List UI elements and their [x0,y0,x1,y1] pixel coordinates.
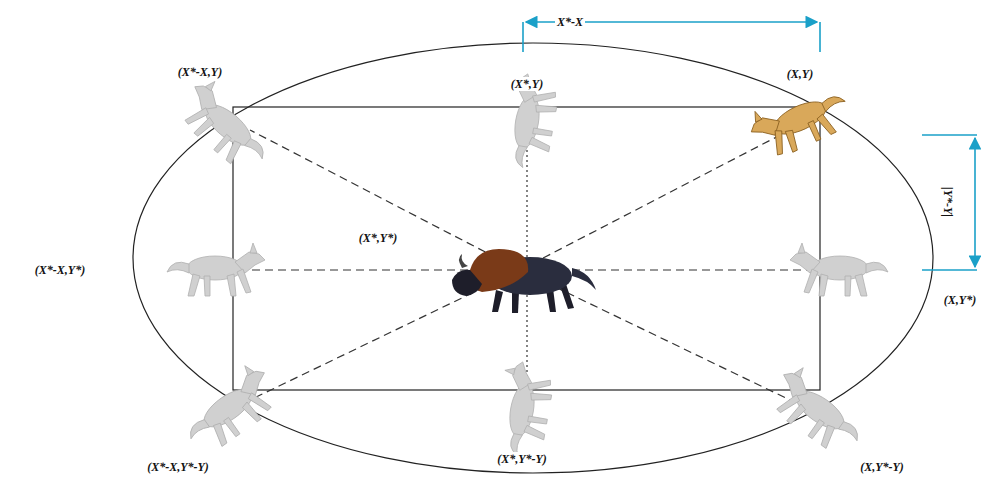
encircle-ellipse [133,43,933,473]
position-label: (X,Y*-Y) [858,460,906,474]
position-label: (X*-X,Y*) [33,263,87,277]
dashed-lines [240,130,810,400]
position-label: (X*,Y*) [357,231,399,245]
wolf-figures [167,71,888,460]
dimension-label: |Y*-Y| [941,185,955,219]
position-label: (X*-X,Y*-Y) [145,460,211,474]
lead-wolf [744,75,855,164]
position-label: (X*,Y) [509,77,545,91]
bison-prey [452,249,596,313]
dimension-bracket [523,22,977,270]
dimension-label: X*-X [555,15,585,29]
position-label: (X*-X,Y) [176,65,224,79]
hunt-rectangle [233,107,820,390]
position-label: (X,Y) [785,67,815,81]
position-label: (X,Y*) [942,293,978,307]
position-label: (X*,Y*-Y) [495,452,549,466]
